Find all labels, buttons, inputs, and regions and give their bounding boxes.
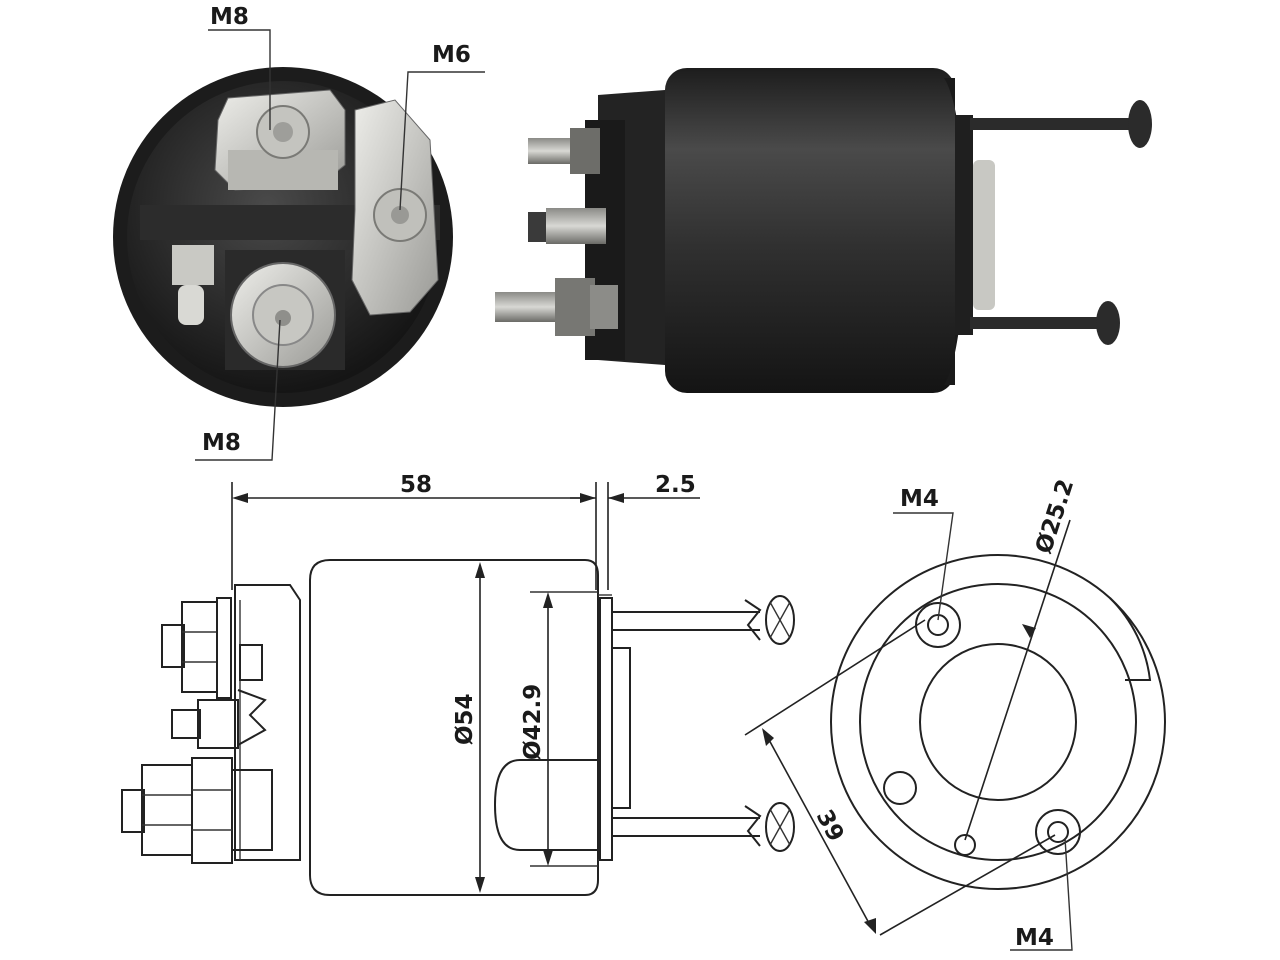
leader-m6 [399, 71, 485, 211]
side-drawing: 58 2.5 [121, 472, 795, 896]
plunger-outline [493, 759, 601, 851]
small-terminal [172, 245, 214, 285]
rear-cap-outline [234, 584, 301, 861]
stud-upper [528, 128, 600, 174]
stud-middle-drawing [171, 644, 267, 749]
dim-42.9-arrow-top [543, 592, 553, 608]
center-pin [954, 834, 976, 856]
outer-ring [830, 554, 1166, 890]
terminal-stud-bottom-center [275, 310, 291, 326]
dim-54-arrow-top [475, 562, 485, 578]
dim-length-label: 58 [400, 472, 432, 498]
label-m6: M6 [432, 42, 471, 68]
dim-spacing-label: 39 [811, 806, 849, 846]
stud-lower-drawing [121, 757, 273, 864]
mounting-bolt-top-drawing [612, 595, 795, 645]
mount-hole-top [915, 602, 961, 648]
label-m8-top: M8 [210, 4, 249, 30]
body-outline [309, 559, 599, 896]
dim-42.9-arrow-bottom [543, 850, 553, 866]
bore [919, 643, 1077, 801]
leader-m8-top [208, 29, 271, 130]
dim-39-arrow-top [762, 728, 774, 746]
mounting-bolt-bottom-drawing [612, 802, 795, 852]
main-cylinder [665, 68, 955, 393]
dim-hole-circle-label: Ø25.2 [1031, 476, 1079, 557]
dim-25.2-leader [964, 519, 1071, 841]
leader-m8-bottom [195, 319, 281, 461]
mounting-rod-top-head [1128, 100, 1152, 148]
front-boss [611, 647, 631, 809]
end-view-photo: M8 M6 M8 [113, 4, 485, 461]
small-terminal-stud [178, 285, 204, 325]
dim-25.2-arrow [1022, 624, 1036, 638]
dim-58-arrow-left [232, 493, 248, 503]
front-flange [599, 597, 613, 861]
dim-39-ext-bottom [879, 834, 1056, 936]
end-drawing: Ø25.2 39 M4 M4 [744, 476, 1166, 951]
locating-hole [883, 771, 917, 805]
terminal-stud-top-center [273, 122, 293, 142]
stud-lower [495, 278, 618, 336]
dim-2.5-arrow [608, 493, 624, 503]
leader-m4-bottom [1010, 837, 1073, 951]
label-m8-bottom: M8 [202, 430, 241, 456]
leader-m4-top [893, 512, 954, 621]
plunger [973, 160, 995, 310]
label-m4-top: M4 [900, 486, 939, 512]
label-m4-bottom: M4 [1015, 925, 1054, 951]
side-view-photo [495, 68, 1152, 393]
dim-39-arrow-bottom [864, 918, 876, 934]
stud-upper-drawing [161, 597, 232, 699]
outer-notch-top [1109, 597, 1152, 681]
mount-hole-bottom [1035, 809, 1081, 855]
mounting-rod-bottom [970, 317, 1110, 329]
mounting-rod-top [970, 118, 1140, 130]
terminal-stud-m6-center [391, 206, 409, 224]
dim-gap-label: 2.5 [655, 472, 696, 498]
dim-54-arrow-bottom [475, 877, 485, 893]
stud-middle [528, 208, 606, 244]
dim-39-ext-top [744, 619, 926, 736]
front-ring [955, 115, 973, 335]
mid-ring [859, 583, 1137, 861]
mounting-rod-bottom-head [1096, 301, 1120, 345]
dim-39-line [767, 737, 871, 926]
dim-outer-diameter-label: Ø54 [452, 693, 478, 745]
dim-inner-diameter-label: Ø42.9 [520, 684, 546, 760]
mount-hole-bottom-inner [1047, 821, 1069, 843]
